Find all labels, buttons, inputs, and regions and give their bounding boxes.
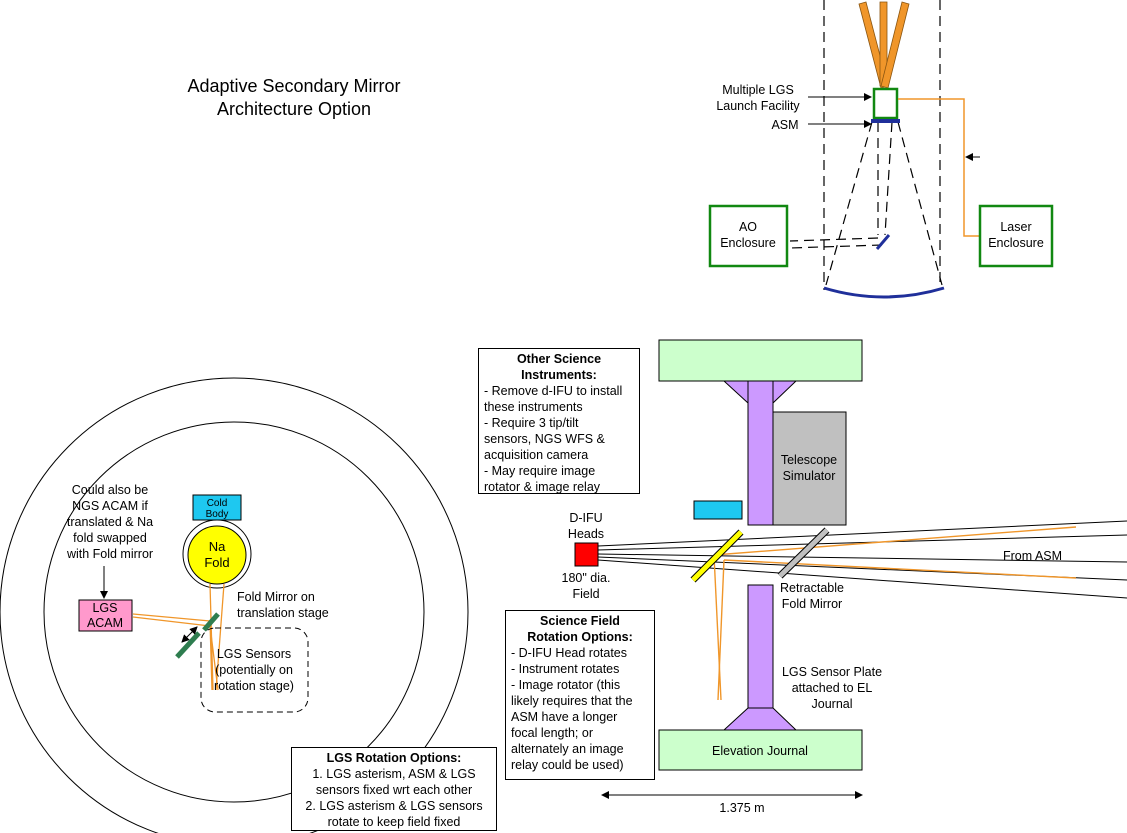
lgs-rotation-line-1: 1. LGS asterism, ASM & LGS: [312, 767, 476, 781]
telescope-simulator-label-1: Telescope: [781, 453, 837, 467]
lgs-rotation-heading: LGS Rotation Options:: [326, 751, 462, 765]
lgs-sensors-label-3: rotation stage): [214, 679, 294, 693]
science-field-line-3: - Image rotator (this: [511, 678, 621, 692]
diagram-title-line1: Adaptive Secondary Mirror: [187, 76, 400, 96]
science-field-line-2: - Instrument rotates: [511, 662, 620, 676]
lower-flare: [722, 707, 798, 731]
na-fold-label-2: Fold: [204, 555, 229, 570]
cyan-component: [693, 500, 743, 520]
diagram-title-line2: Architecture Option: [217, 99, 371, 119]
fold-mirror: [202, 612, 220, 632]
other-science-line-7: rotator & image relay: [484, 480, 601, 494]
ngs-acam-note-5: with Fold mirror: [66, 547, 153, 561]
laser-enclosure-box: [978, 204, 1054, 268]
telescope-simulator-label-2: Simulator: [783, 469, 836, 483]
cold-body-label-1: Cold: [207, 498, 228, 509]
other-science-box: Other Science Instruments: - Remove d-IF…: [478, 348, 640, 494]
difu-heads-box: [574, 542, 599, 567]
science-field-line-5: ASM have a longer: [511, 710, 618, 724]
asm-label: ASM: [771, 118, 798, 132]
dimension-label: 1.375 m: [719, 801, 764, 815]
science-field-heading-1: Science Field: [540, 614, 620, 628]
translation-arrow: [181, 626, 198, 643]
fold-mirror-label-1: Fold Mirror on: [237, 590, 315, 604]
ao-enclosure-label-2: Enclosure: [720, 236, 776, 250]
laser-beams: [858, 1, 910, 89]
top-plate: [658, 339, 863, 382]
ao-enclosure-box: [708, 204, 789, 268]
launch-facility-label-1: Multiple LGS: [722, 83, 794, 97]
science-field-line-8: relay could be used): [511, 758, 624, 772]
laser-enclosure-label-1: Laser: [1000, 220, 1031, 234]
other-science-line-4: sensors, NGS WFS &: [484, 432, 605, 446]
upper-column: [747, 380, 774, 526]
lgs-acam-label-1: LGS: [92, 601, 117, 615]
lgs-acam-label-2: ACAM: [87, 616, 123, 630]
cold-body-label-2: Body: [206, 509, 229, 520]
lgs-plate-label-1: LGS Sensor Plate: [782, 665, 882, 679]
elevation-journal-label: Elevation Journal: [712, 744, 808, 758]
telescope-simulator-box: [772, 411, 847, 526]
lgs-rotation-line-3: 2. LGS asterism & LGS sensors: [305, 799, 483, 813]
difu-label-1: D-IFU: [569, 511, 602, 525]
left-beams: [132, 583, 225, 691]
na-fold-disk: [187, 525, 247, 585]
lgs-plate-label-3: Journal: [812, 697, 853, 711]
laser-relay-path: [898, 98, 980, 237]
outer-ring: [0, 377, 469, 833]
retractable-label-1: Retractable: [780, 581, 844, 595]
field-label-1: 180" dia.: [562, 571, 611, 585]
science-field-line-6: focal length; or: [511, 726, 593, 740]
launch-facility-label-2: Launch Facility: [716, 99, 800, 113]
field-label-2: Field: [572, 587, 599, 601]
fold-mirror-label-2: translation stage: [237, 606, 329, 620]
difu-label-2: Heads: [568, 527, 604, 541]
lgs-plate-label-2: attached to EL: [792, 681, 873, 695]
retractable-label-2: Fold Mirror: [782, 597, 842, 611]
from-asm-label: From ASM: [1003, 549, 1062, 563]
other-science-line-2: these instruments: [484, 400, 583, 414]
other-science-line-1: - Remove d-IFU to install: [484, 384, 623, 398]
science-field-box: Science Field Rotation Options: - D-IFU …: [505, 610, 655, 780]
ngs-acam-note-3: translated & Na: [67, 515, 153, 529]
other-science-heading-1: Other Science: [516, 352, 602, 366]
lgs-sensors-label-1: LGS Sensors: [217, 647, 291, 661]
lgs-rotation-line-2: sensors fixed wrt each other: [315, 783, 473, 797]
lgs-rotation-line-4: rotate to keep field fixed: [327, 815, 461, 829]
lgs-acam-box: [78, 599, 133, 632]
lgs-rotation-box: LGS Rotation Options: 1. LGS asterism, A…: [291, 747, 497, 831]
other-science-heading-2: Instruments:: [521, 368, 597, 382]
science-field-line-4: likely requires that the: [511, 694, 633, 708]
other-science-line-5: acquisition camera: [484, 448, 589, 462]
ao-enclosure-label-1: AO: [739, 220, 757, 234]
na-fold-label-1: Na: [209, 539, 226, 554]
inner-ring: [43, 421, 425, 803]
small-fold-mirror: [875, 234, 891, 250]
science-field-heading-2: Rotation Options:: [527, 630, 633, 644]
ngs-acam-note-2: NGS ACAM if: [72, 499, 148, 513]
ngs-acam-note-4: fold swapped: [73, 531, 147, 545]
ngs-acam-note-1: Could also be: [72, 483, 148, 497]
other-science-line-3: - Require 3 tip/tilt: [484, 416, 579, 430]
other-science-line-6: - May require image: [484, 464, 596, 478]
lgs-sensors-label-2: (potentially on: [215, 663, 293, 677]
elevation-journal-box: [658, 729, 863, 771]
lgs-beams-right: [713, 526, 1077, 701]
science-field-line-7: alternately an image: [511, 742, 624, 756]
launch-facility-box: [872, 87, 899, 120]
science-field-line-1: - D-IFU Head rotates: [511, 646, 628, 660]
laser-enclosure-label-2: Enclosure: [988, 236, 1044, 250]
lower-column: [747, 584, 774, 731]
telescope-schematic: [789, 0, 980, 299]
primary-mirror: [823, 286, 945, 299]
